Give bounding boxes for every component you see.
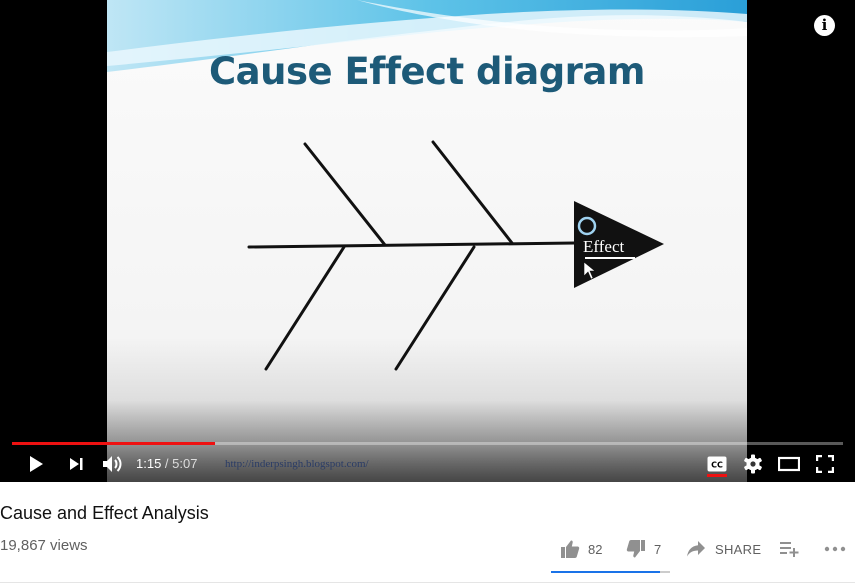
more-actions-button[interactable] — [824, 537, 846, 561]
fullscreen-button[interactable] — [816, 455, 834, 473]
video-title: Cause and Effect Analysis — [0, 503, 209, 523]
current-time: 1:15 — [136, 456, 162, 471]
save-to-playlist-button[interactable] — [779, 537, 799, 561]
fishbone-spine — [247, 241, 577, 249]
divider — [0, 582, 855, 583]
mouse-cursor-icon — [583, 261, 596, 280]
theater-mode-button[interactable] — [778, 456, 800, 472]
share-label: SHARE — [715, 541, 762, 557]
effect-label: Effect — [583, 237, 624, 256]
time-separator: / — [161, 456, 173, 471]
like-count: 82 — [588, 541, 603, 557]
skip-next-icon — [70, 458, 83, 470]
thumbs-down-icon — [626, 540, 645, 558]
captions-active-indicator — [707, 474, 727, 477]
thumbs-up-icon — [561, 540, 580, 558]
dislike-button[interactable]: 7 — [626, 537, 661, 561]
view-count: 19,867 views — [0, 537, 88, 554]
slide-title: Cause Effect diagram — [209, 50, 645, 93]
share-icon — [687, 541, 705, 557]
play-button[interactable] — [27, 455, 45, 473]
fishbone-upper-bone-1 — [303, 142, 387, 247]
watermark-url: http://inderpsingh.blogspot.com/ — [225, 458, 369, 470]
mute-button[interactable] — [102, 454, 124, 474]
duration: 5:07 — [172, 456, 198, 471]
more-horizontal-icon — [824, 546, 846, 552]
subtitles-icon: CC — [707, 456, 727, 472]
sentiment-likes — [551, 571, 661, 573]
settings-button[interactable] — [743, 454, 763, 474]
svg-text:CC: CC — [711, 461, 723, 470]
next-button[interactable] — [68, 456, 84, 472]
slide-wave-decoration — [107, 0, 747, 72]
progress-bar[interactable] — [12, 442, 843, 445]
info-icon[interactable]: i — [814, 15, 835, 36]
sentiment-bar — [551, 571, 670, 573]
fullscreen-icon — [816, 455, 834, 473]
theater-mode-icon — [778, 456, 800, 472]
playlist-add-icon — [780, 542, 799, 557]
volume-icon — [103, 456, 122, 472]
like-button[interactable]: 82 — [560, 537, 602, 561]
captions-button[interactable]: CC — [707, 456, 727, 472]
fishbone-lower-bone-1 — [264, 245, 346, 371]
effect-head — [574, 201, 664, 288]
dislike-count: 7 — [654, 541, 662, 557]
share-button[interactable]: SHARE — [686, 537, 761, 561]
fishbone-upper-bone-2 — [431, 140, 514, 245]
fishbone-lower-bone-2 — [394, 245, 476, 371]
gear-icon — [744, 454, 762, 474]
play-icon — [30, 456, 43, 472]
video-player[interactable]: Cause Effect diagram Effect i http://ind… — [0, 0, 855, 482]
progress-played — [12, 442, 216, 445]
fishbone-diagram: Effect — [247, 140, 664, 371]
time-display: 1:15 / 5:07 — [136, 456, 197, 471]
cursor-ring — [577, 216, 597, 236]
